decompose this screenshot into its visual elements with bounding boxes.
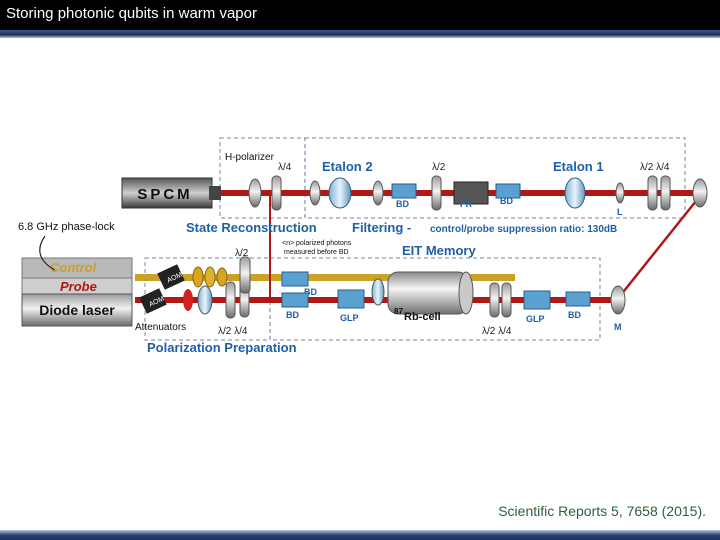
pp-lens: [197, 285, 213, 315]
control-label: Control: [50, 260, 97, 275]
top-waveplate-3: [647, 175, 658, 211]
attenuators-label: Attenuators: [135, 322, 186, 333]
pp-waveplate-3: [239, 256, 251, 294]
note-line-1: <n> polarized photons: [282, 240, 352, 247]
memory-waveplate-1: [489, 282, 500, 318]
spcm-box: [121, 177, 213, 209]
bd-5: [495, 183, 521, 199]
mirror-m: [610, 285, 626, 315]
bottom-bar: [0, 530, 720, 540]
polarization-preparation-label: Polarization Preparation: [147, 340, 297, 355]
h-polarizer-label: H-polarizer: [225, 152, 275, 163]
top-waveplate-1: [271, 175, 282, 211]
spcm-nozzle: [209, 186, 221, 200]
phase-lock-arrow: [39, 235, 56, 271]
memory-lens: [371, 278, 385, 306]
glp-2-label: GLP: [526, 314, 545, 324]
diode-laser-label: Diode laser: [39, 302, 115, 318]
pp-waveplate-1: [225, 281, 236, 319]
diode-laser: Control Probe Diode laser: [21, 257, 133, 327]
filtering-note: control/probe suppression ratio: 130dB: [430, 224, 617, 235]
return-beam: [619, 195, 701, 297]
faraday-rotator: [453, 181, 489, 205]
memory-waveplate-2: [501, 282, 512, 318]
filtering-label: Filtering -: [352, 220, 411, 235]
top-lens-3: [372, 180, 384, 206]
top-lens-2: [309, 180, 321, 206]
glp-2: [523, 290, 551, 310]
fr-label: FR: [460, 199, 472, 209]
bd-1-label: BD: [304, 287, 317, 297]
memory-lambda-labels: λ/2 λ/4: [482, 326, 512, 337]
glp-1: [337, 289, 365, 309]
bd-1: [281, 271, 309, 287]
pp-lambda2-upper: λ/2: [235, 248, 249, 259]
spcm-label: SPCM: [137, 186, 192, 203]
bd-2-label: BD: [286, 310, 299, 320]
filtering-box: [304, 137, 686, 219]
gold-lens-3: [216, 267, 228, 287]
rb-cell-window: [458, 271, 474, 315]
aom-2: [139, 288, 167, 314]
etalon-1-label: Etalon 1: [553, 159, 604, 174]
lens-l-label: L: [617, 207, 623, 217]
aom-1: [157, 264, 185, 290]
rb-cell-label: Rb-cell: [404, 311, 441, 323]
lens-l: [615, 182, 625, 204]
rb-isotope: 87: [394, 307, 403, 316]
etalon-2-label: Etalon 2: [322, 159, 373, 174]
bd-3: [565, 291, 591, 307]
title-bar: Storing photonic qubits in warm vapor: [0, 0, 720, 30]
probe-label: Probe: [60, 279, 97, 294]
top-waveplate-2: [431, 175, 442, 211]
page-title: Storing photonic qubits in warm vapor: [6, 5, 257, 22]
mirror-m-label: M: [614, 322, 622, 332]
top-lambda-right: λ/2 λ/4: [640, 162, 670, 173]
etalon-1: [564, 177, 586, 209]
bd-4-label: BD: [396, 199, 409, 209]
bd-4: [391, 183, 417, 199]
bd-5-label: BD: [500, 196, 513, 206]
state-reconstruction-label: State Reconstruction: [186, 220, 317, 235]
title-stripe: [0, 30, 720, 38]
phase-lock-label: 6.8 GHz phase-lock: [18, 221, 115, 233]
etalon-2: [328, 177, 352, 209]
control-beam-lower: [135, 274, 515, 281]
eit-memory-label: EIT Memory: [402, 243, 476, 258]
top-lambda4: λ/4: [278, 162, 292, 173]
top-lambda2: λ/2: [432, 162, 446, 173]
gold-lens-2: [204, 266, 216, 288]
pp-lambda-labels: λ/2 λ/4: [218, 326, 248, 337]
bd-3-label: BD: [568, 310, 581, 320]
top-waveplate-4: [660, 175, 671, 211]
note-line-2: measured before BD: [284, 249, 349, 256]
bd-2: [281, 292, 309, 308]
top-lens-1: [248, 178, 262, 208]
laser-base: [21, 293, 133, 327]
state-reconstruction-box: [219, 137, 306, 219]
citation: Scientific Reports 5, 7658 (2015).: [498, 503, 706, 519]
top-mirror: [692, 178, 708, 208]
glp-1-label: GLP: [340, 313, 359, 323]
red-filter: [183, 289, 193, 311]
gold-lens-1: [192, 266, 204, 288]
